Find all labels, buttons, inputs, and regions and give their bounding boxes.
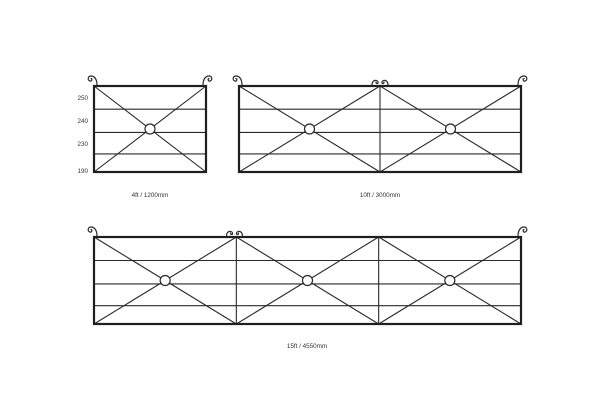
gate-15ft [87, 226, 528, 326]
height-label-230: 230 [77, 141, 88, 148]
finial-left [87, 75, 98, 86]
centre-ring-2 [301, 274, 314, 287]
caption-4ft: 4ft / 1200mm [132, 192, 169, 199]
height-label-250: 250 [77, 95, 88, 102]
height-label-190: 190 [77, 168, 88, 175]
finial-left [87, 226, 98, 237]
gate-4ft [87, 75, 213, 174]
finial-right [517, 75, 528, 86]
gate-frame [92, 84, 208, 174]
gate-frame [92, 235, 523, 326]
centre-ring-1 [303, 123, 316, 135]
finial-left [232, 75, 243, 86]
centre-scroll-right [381, 79, 389, 86]
gate-frame [237, 84, 523, 174]
height-label-240: 240 [77, 118, 88, 125]
caption-10ft: 10ft / 3000mm [360, 192, 400, 199]
gate-10ft [232, 75, 528, 174]
caption-15ft: 15ft / 4550mm [287, 343, 327, 350]
finial-right [517, 226, 528, 237]
centre-ring-2 [444, 123, 457, 135]
centre-ring-1 [144, 123, 156, 135]
centre-scroll-left [225, 230, 234, 237]
centre-scroll-right [235, 230, 244, 237]
finial-right [202, 75, 213, 86]
centre-ring-1 [159, 274, 171, 287]
centre-scroll-left [371, 79, 379, 86]
centre-ring-3 [444, 274, 456, 287]
